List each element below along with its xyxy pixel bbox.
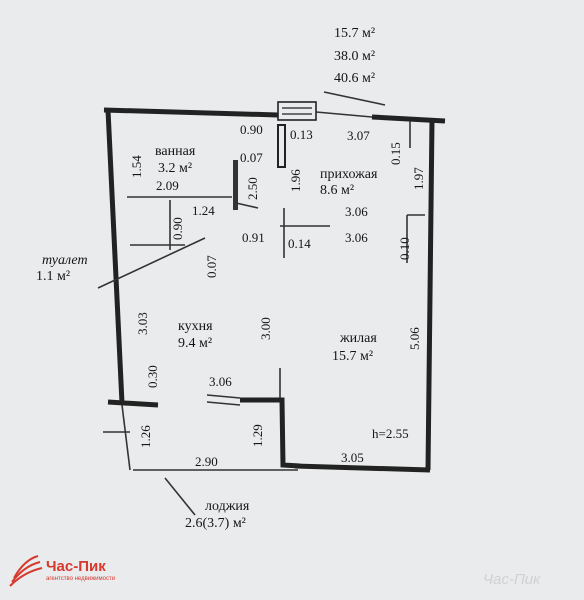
dim-label: 1.29 — [250, 424, 265, 447]
dim-label: 1.96 — [288, 169, 303, 192]
dim-label: 1.26 — [138, 425, 153, 448]
dim-label: 1.97 — [411, 167, 426, 190]
wall-left-stub — [107, 399, 159, 408]
dim-label: 2.09 — [156, 178, 179, 193]
dim-label: 2.50 — [245, 177, 260, 200]
room-living-name: жилая — [339, 331, 377, 346]
dim-label: 3.06 — [345, 204, 368, 219]
total-living-area: 15.7 м² — [334, 26, 375, 41]
room-bathroom-name: ванная — [155, 144, 196, 159]
dim-label: 3.05 — [341, 450, 364, 465]
dim-label: 0.13 — [290, 127, 313, 142]
partitions — [97, 91, 425, 516]
dim-label: 5.06 — [407, 327, 422, 350]
room-balcony-area: 2.6(3.7) м² — [185, 516, 246, 531]
room-bathroom-area: 3.2 м² — [158, 161, 192, 176]
dim-label: 1.54 — [129, 155, 144, 178]
room-hall-area: 8.6 м² — [320, 183, 354, 198]
dimension-labels: 0.90 0.13 3.07 0.15 1.54 0.07 2.09 2.50 … — [129, 122, 426, 469]
dim-label: 0.14 — [288, 236, 311, 251]
window-top — [277, 101, 373, 121]
dim-label: 0.15 — [388, 142, 403, 165]
wall-bottom-right — [294, 463, 431, 473]
wall-left — [105, 109, 125, 404]
dim-label: 0.10 — [397, 237, 412, 260]
dim-label: 0.91 — [242, 230, 265, 245]
dim-label: 0.07 — [204, 255, 219, 278]
room-living-area: 15.7 м² — [332, 349, 373, 364]
dim-label: 3.07 — [347, 128, 370, 143]
room-hall-name: прихожая — [320, 167, 378, 182]
logo: Час-Пик агентство недвижимости — [9, 555, 115, 587]
room-kitchen-area: 9.4 м² — [178, 336, 212, 351]
dim-label: 0.30 — [145, 365, 160, 388]
dim-label: 0.07 — [240, 150, 263, 165]
room-balcony-name: лоджия — [205, 499, 250, 514]
room-kitchen-name: кухня — [178, 319, 213, 334]
dim-label: 3.00 — [258, 317, 273, 340]
dim-label: 0.90 — [170, 217, 185, 240]
wall-right — [425, 119, 435, 471]
logo-subtitle: агентство недвижимости — [46, 576, 115, 582]
flag-lines-icon — [9, 555, 43, 587]
dim-label: 2.90 — [195, 454, 218, 469]
dim-label: 3.06 — [209, 374, 232, 389]
total-area: 40.6 м² — [334, 71, 375, 86]
dim-label: 3.03 — [135, 312, 150, 335]
walls — [103, 107, 446, 473]
column-013 — [277, 124, 286, 168]
ceiling-height: h=2.55 — [372, 426, 409, 441]
dim-label: 0.90 — [240, 122, 263, 137]
logo-name: Час-Пик — [46, 558, 106, 575]
room-toilet-area: 1.1 м² — [36, 269, 70, 284]
wall-top-left — [103, 107, 279, 118]
total-useful-area: 38.0 м² — [334, 49, 375, 64]
dim-label: 1.24 — [192, 203, 215, 218]
room-toilet-name: туалет — [42, 253, 88, 268]
wall-kitchen-bottom — [240, 397, 301, 469]
watermark: Час-Пик — [483, 571, 541, 588]
dim-label: 3.06 — [345, 230, 368, 245]
